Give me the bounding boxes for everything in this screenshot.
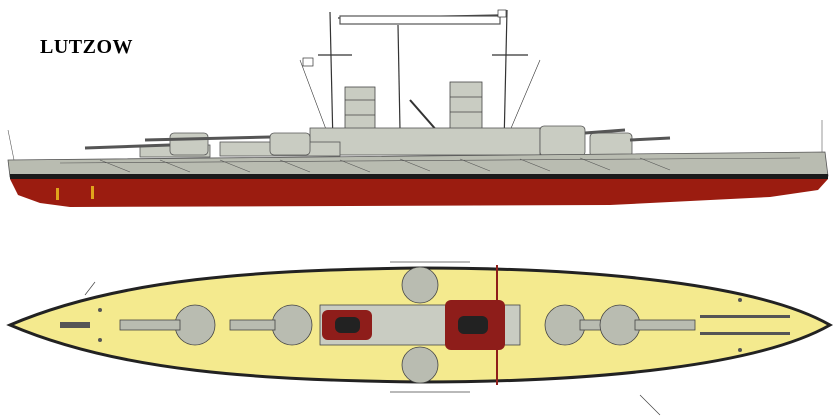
ship-name-title: LUTZOW (40, 36, 134, 58)
flag (302, 9, 507, 67)
propeller-icon (56, 186, 94, 200)
hull-lower (10, 179, 828, 207)
turrets (119, 266, 696, 384)
superstructure-plan (319, 265, 521, 385)
armor-lines (7, 120, 823, 173)
masts (299, 9, 541, 146)
deck-fittings (60, 298, 790, 352)
boot-topping (10, 174, 828, 179)
superstructure (84, 125, 671, 158)
booms (84, 261, 661, 416)
